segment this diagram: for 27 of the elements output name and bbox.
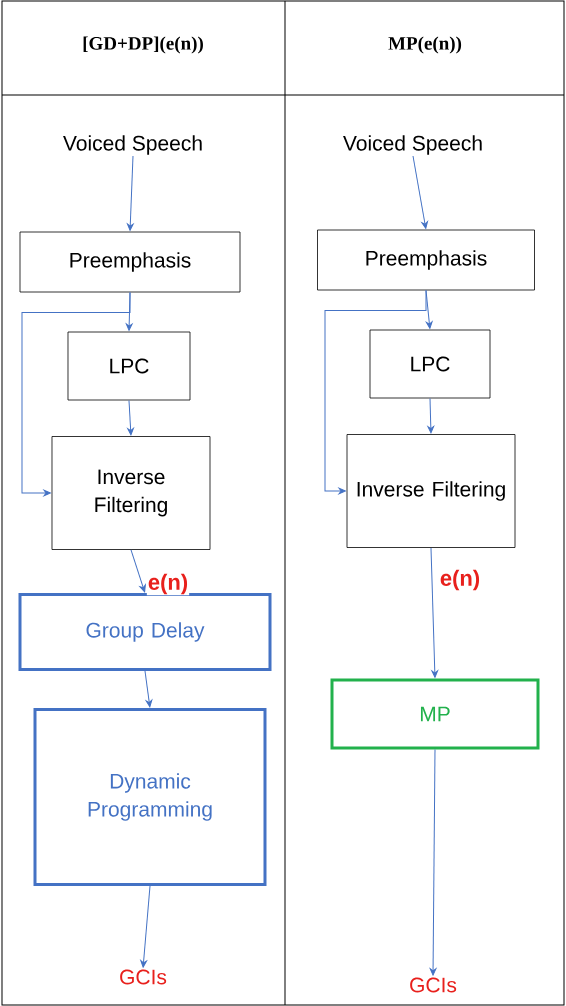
- arrow: [140, 885, 151, 968]
- arrow: [127, 399, 134, 436]
- edge-label: e(n): [438, 568, 482, 592]
- column-header: [GD+DP](e(n)): [83, 36, 203, 54]
- process-box: MP: [330, 678, 540, 750]
- arrow: [21, 291, 131, 497]
- arrow: [127, 155, 134, 231]
- output-text: GCIs: [120, 969, 167, 985]
- arrow: [412, 155, 428, 229]
- output-text: GCIs: [410, 977, 457, 993]
- column-header: MP(e(n)): [388, 36, 462, 54]
- process-box: LPC: [369, 329, 491, 399]
- arrow: [324, 289, 427, 495]
- arrow: [144, 670, 153, 708]
- arrow: [427, 397, 435, 434]
- process-box: Inverse Filtering: [346, 434, 516, 548]
- process-box: Preemphasis: [19, 231, 241, 293]
- process-box: Preemphasis: [317, 229, 535, 291]
- bare-text: Voiced Speech: [63, 135, 202, 155]
- process-box: Dynamic Programming: [33, 708, 267, 886]
- bare-text: Voiced Speech: [343, 135, 482, 155]
- arrow: [430, 547, 439, 678]
- arrow: [429, 749, 437, 976]
- process-box: LPC: [67, 331, 191, 401]
- process-box: Inverse Filtering: [51, 436, 211, 550]
- edge-label: e(n): [146, 572, 190, 596]
- arrow: [130, 549, 146, 593]
